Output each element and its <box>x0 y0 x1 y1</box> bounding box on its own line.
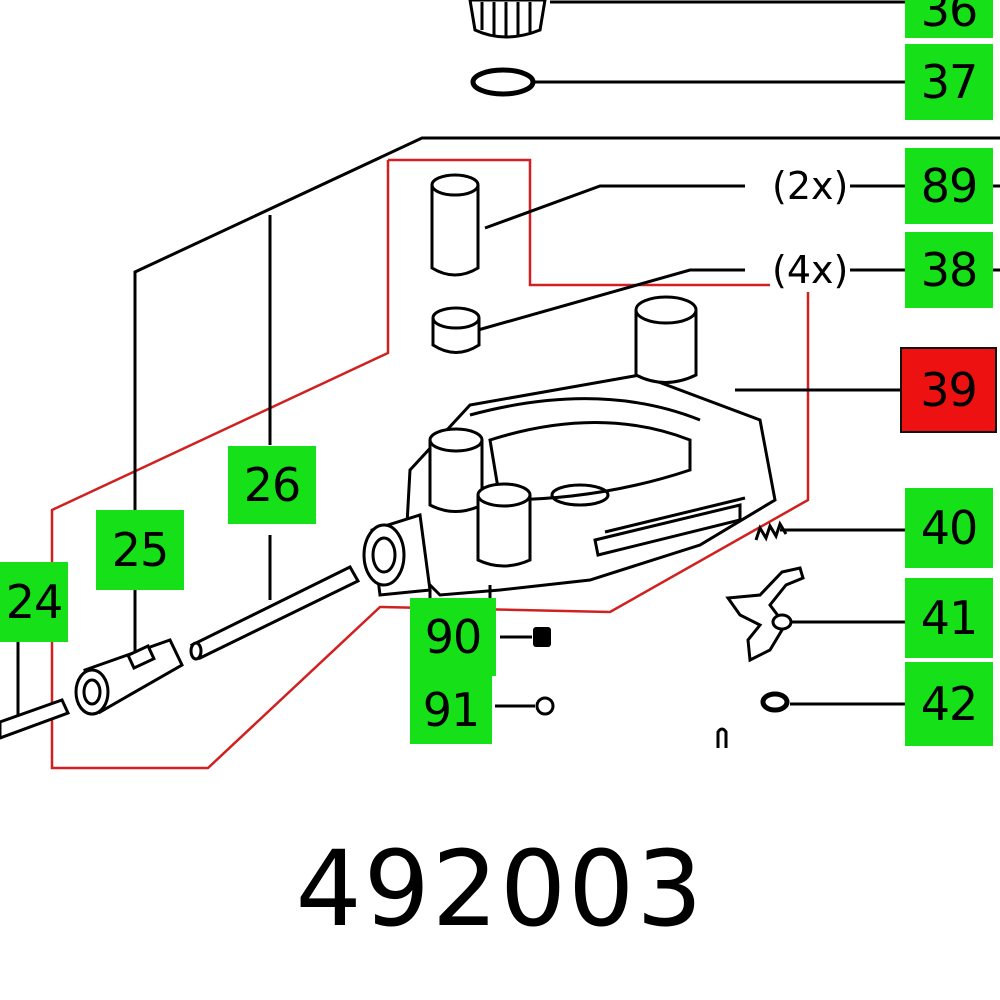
label-38: 38 <box>905 232 993 308</box>
quantity-38: (4x) <box>770 248 851 292</box>
part-39-base-housing <box>362 295 777 607</box>
label-24: 24 <box>0 562 68 642</box>
quantity-89: (2x) <box>770 164 851 208</box>
leader-lines <box>16 0 1000 730</box>
part-89-sleeve <box>430 173 480 277</box>
label-25: 25 <box>96 510 184 590</box>
part-24-rod <box>0 698 71 740</box>
label-89: 89 <box>905 148 993 224</box>
label-26: 26 <box>228 446 316 524</box>
label-37: 37 <box>905 44 993 120</box>
part-91-ball <box>535 696 555 716</box>
part-38-bushing <box>431 306 481 354</box>
label-36: 36 <box>905 0 993 38</box>
part-42-washer <box>760 691 790 713</box>
label-40: 40 <box>905 488 993 568</box>
part-41-lever <box>725 566 805 663</box>
part-90-set-screw <box>533 627 551 647</box>
part-37-o-ring <box>470 67 536 97</box>
part-25-spindle-adapter <box>74 638 184 716</box>
label-42: 42 <box>905 662 993 746</box>
part-36-knurled-nut <box>468 0 547 39</box>
label-91: 91 <box>410 676 492 744</box>
part-40-spring <box>754 520 788 542</box>
part-number: 492003 <box>295 828 705 950</box>
part-26-rod <box>189 565 361 661</box>
small-pin <box>716 727 728 748</box>
label-39: 39 <box>900 347 997 433</box>
label-41: 41 <box>905 578 993 658</box>
label-90: 90 <box>410 598 496 676</box>
